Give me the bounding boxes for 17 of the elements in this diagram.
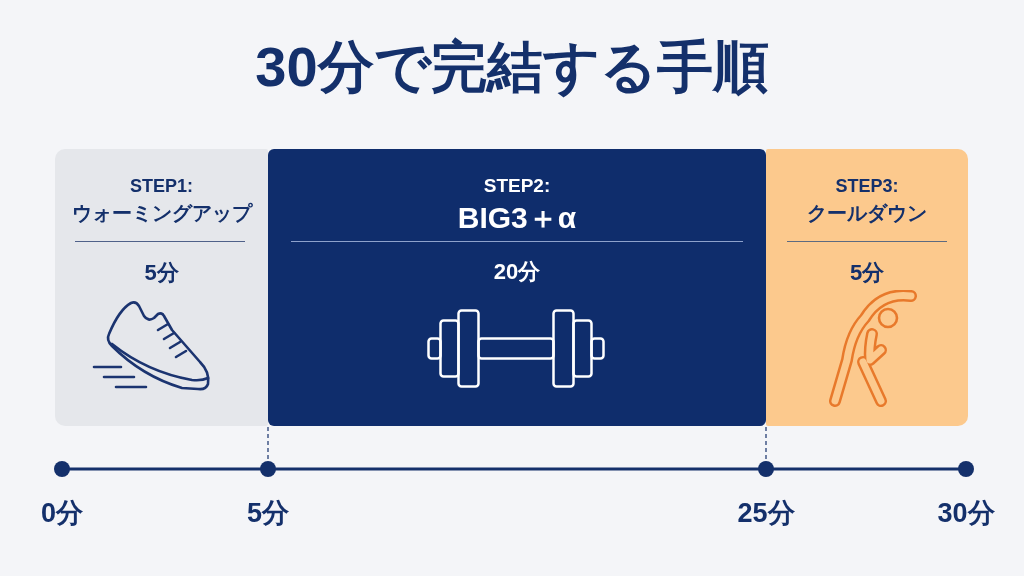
duration-label: 20分 [493, 259, 541, 285]
duration-label: 5分 [849, 260, 885, 286]
time-label: 30分 [937, 498, 995, 530]
step-title: BIG3＋α [457, 200, 577, 236]
step-label: STEP3: [835, 175, 899, 197]
step-box [766, 149, 968, 426]
time-label: 5分 [247, 498, 289, 530]
title: 30分で完結する手順 [255, 34, 769, 100]
step-title: クールダウン [807, 201, 927, 225]
time-label: 25分 [737, 498, 795, 530]
step-box [55, 149, 268, 426]
step-title: ウォーミングアップ [71, 201, 252, 225]
time-label: 0分 [41, 498, 83, 530]
step-label: STEP2: [483, 175, 551, 197]
step-label: STEP1: [130, 175, 193, 197]
duration-label: 5分 [144, 260, 179, 286]
step-box [268, 149, 766, 426]
